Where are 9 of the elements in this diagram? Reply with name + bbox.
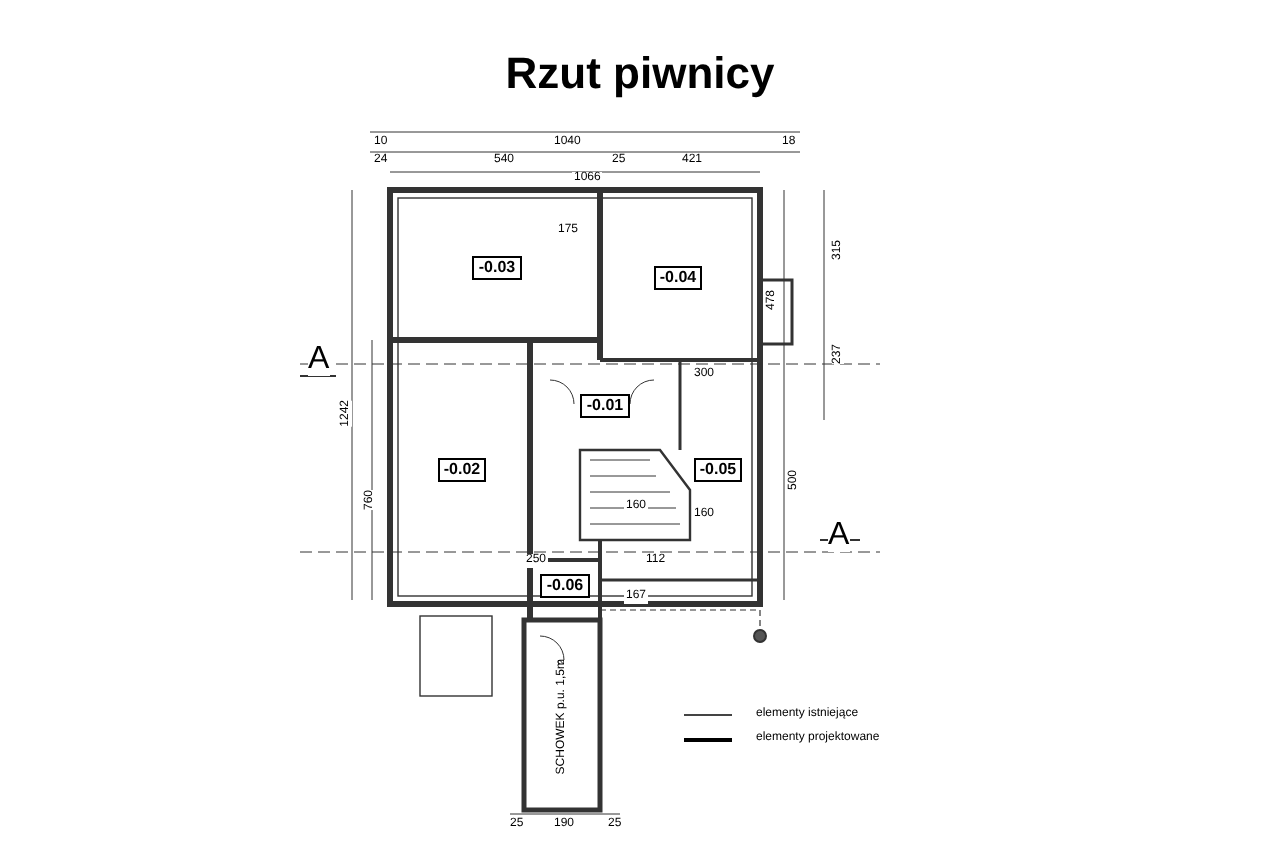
room-number: -0.03	[472, 255, 522, 279]
title: Rzut piwnicy	[503, 46, 777, 102]
room-number: -0.05	[693, 458, 743, 482]
room-number: -0.04	[653, 265, 703, 289]
section-marker: A	[828, 520, 850, 552]
room-number: -0.01	[580, 394, 630, 418]
section-marker: A	[308, 344, 330, 376]
room-number: -0.06	[540, 574, 590, 598]
room-number: -0.02	[437, 458, 487, 482]
